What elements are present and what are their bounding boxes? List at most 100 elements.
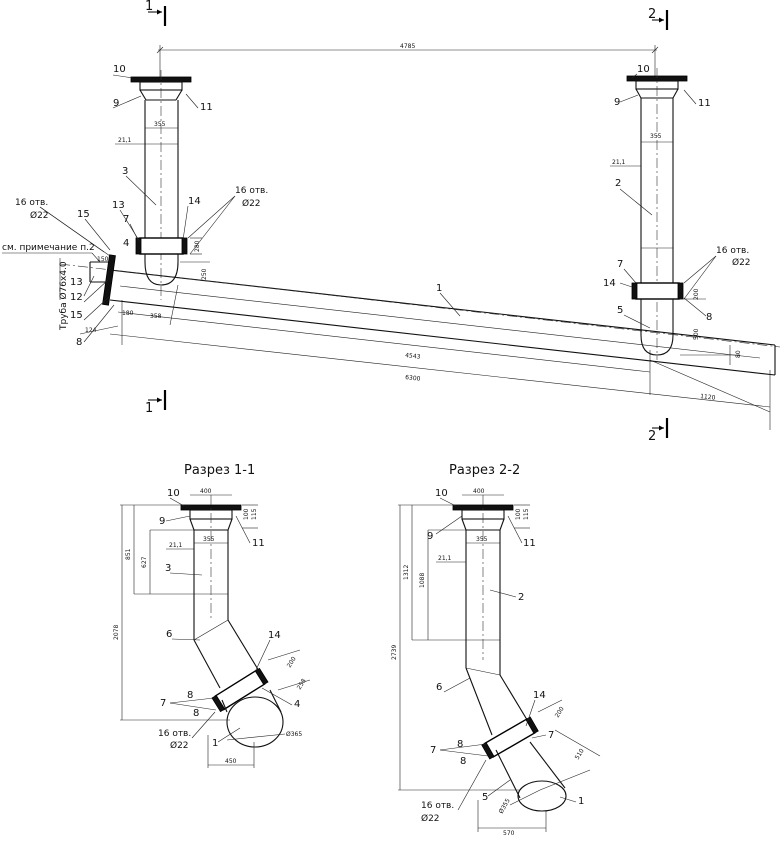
- callout-12: 12: [70, 292, 83, 303]
- callout-9-left: 9: [113, 98, 119, 109]
- dim-500: 500: [693, 328, 700, 340]
- holes-a-diam: Ø22: [30, 210, 49, 221]
- callouts-top: 10 9 11 3 13 7 4 14 16 отв. Ø22 16 отв. …: [2, 64, 751, 348]
- callout-8-a: 8: [76, 337, 82, 348]
- callout-9-right: 9: [614, 97, 620, 108]
- dim-355-left: 355: [154, 121, 166, 128]
- dim-1120: 1120: [700, 393, 716, 402]
- section-1-title: Разрез 1-1: [184, 463, 255, 478]
- s2-dim-355: 355: [476, 536, 488, 543]
- dim-358: 358: [150, 313, 162, 320]
- dim-top-span: 4785: [400, 43, 415, 50]
- s2-dim-200: 200: [554, 705, 566, 719]
- s2-dim-1088: 1088: [419, 573, 426, 588]
- section-1-label-bottom: 1: [145, 401, 153, 416]
- s1-callout-9: 9: [159, 516, 165, 527]
- callout-7-b: 7: [617, 259, 623, 270]
- dim-280: 280: [194, 240, 201, 252]
- callout-13-a: 13: [112, 200, 125, 211]
- section-2-title: Разрез 2-2: [449, 463, 520, 478]
- s2-callout-7: 7: [430, 745, 436, 756]
- callout-14-b: 14: [603, 278, 616, 289]
- s1-dim-200: 200: [286, 655, 298, 669]
- dim-6300: 6300: [405, 374, 421, 383]
- s1-callout-3: 3: [165, 563, 171, 574]
- s2-callout-11: 11: [523, 538, 536, 549]
- callout-15-b: 15: [70, 310, 83, 321]
- dim-150: 150: [97, 256, 109, 263]
- callout-10-left: 10: [113, 64, 126, 75]
- dim-200: 200: [693, 288, 700, 300]
- section-2-2: Разрез 2-2 2739 1312 1088 400: [391, 463, 601, 837]
- s2-dim-d355: Ø355: [498, 797, 512, 815]
- pipe-label: Труба Ø76х4.0: [58, 261, 69, 331]
- section-1-1: Разрез 1-1 2078 851: [113, 463, 311, 768]
- section-1-label-top: 1: [145, 0, 153, 14]
- dim-250: 250: [201, 268, 208, 280]
- s1-dim-450: 450: [225, 758, 237, 765]
- s2-callout-8-a: 8: [457, 739, 463, 750]
- callout-4: 4: [123, 238, 129, 249]
- s2-dim-115: 115: [523, 508, 530, 520]
- s1-callout-6: 6: [166, 629, 172, 640]
- s1-callout-14: 14: [268, 630, 281, 641]
- s1-dim-400: 400: [200, 488, 212, 495]
- callout-15-a: 15: [77, 209, 90, 220]
- dim-355-right: 355: [650, 133, 662, 140]
- holes-d-count: 16 отв.: [158, 729, 191, 739]
- s2-callout-9: 9: [427, 531, 433, 542]
- s2-callout-2: 2: [518, 592, 524, 603]
- right-riser-pipe: 355 21,1 200 500 80: [610, 68, 742, 365]
- s1-dim-2078: 2078: [113, 625, 120, 640]
- s2-callout-1: 1: [578, 796, 584, 807]
- left-riser-pipe: 355 21,1 280 250: [115, 70, 210, 326]
- callout-5: 5: [617, 305, 623, 316]
- s2-dim-1312: 1312: [403, 565, 410, 580]
- s2-dim-510: 510: [574, 747, 586, 761]
- callout-10-right: 10: [637, 64, 650, 75]
- s2-callout-14: 14: [533, 690, 546, 701]
- s1-dim-851: 851: [125, 548, 132, 560]
- main-sloped-pipe: 4543 6300 1120 Труба Ø76х4.0 150 180 358…: [58, 254, 781, 430]
- section-marker-1-top: 1: [145, 0, 167, 26]
- section-marker-2-top: 2: [648, 7, 669, 30]
- s1-dim-115: 115: [251, 508, 258, 520]
- dim-80: 80: [735, 350, 742, 358]
- dim-21-left: 21,1: [118, 137, 132, 144]
- callout-3: 3: [122, 166, 128, 177]
- note-label: см. примечание п.2: [2, 243, 95, 253]
- s1-dim-355: 355: [203, 536, 215, 543]
- section-marker-2-bottom: 2: [648, 418, 669, 444]
- s2-dim-2739: 2739: [391, 645, 398, 660]
- s2-callout-10: 10: [435, 488, 448, 499]
- s2-callout-5: 5: [482, 792, 488, 803]
- holes-b-diam: Ø22: [242, 198, 261, 209]
- dim-21-right: 21,1: [612, 159, 626, 166]
- callout-14-a: 14: [188, 196, 201, 207]
- section-marker-1-bottom: 1: [145, 390, 167, 416]
- s1-dim-d365: Ø365: [286, 731, 302, 738]
- dim-124: 124: [85, 327, 97, 334]
- dim-4543: 4543: [405, 352, 421, 361]
- section-2-label-top: 2: [648, 7, 656, 22]
- callout-8-b: 8: [706, 312, 712, 323]
- holes-e-diam: Ø22: [421, 813, 440, 824]
- holes-b-count: 16 отв.: [235, 186, 268, 196]
- s1-callout-10: 10: [167, 488, 180, 499]
- s1-callout-4: 4: [294, 699, 300, 710]
- s1-dim-21: 21,1: [169, 542, 183, 549]
- holes-e-count: 16 отв.: [421, 801, 454, 811]
- holes-c-count: 16 отв.: [716, 246, 749, 256]
- s1-dim-627: 627: [141, 556, 148, 568]
- s2-callout-6: 6: [436, 682, 442, 693]
- dim-180: 180: [122, 310, 134, 317]
- callout-1-top: 1: [436, 283, 442, 294]
- s1-dim-258: 258: [296, 677, 308, 691]
- s1-callout-1: 1: [212, 738, 218, 749]
- s1-callout-8-b: 8: [193, 708, 199, 719]
- s2-dim-570: 570: [503, 830, 515, 837]
- callout-13-b: 13: [70, 277, 83, 288]
- holes-d-diam: Ø22: [170, 740, 189, 751]
- s2-dim-100: 100: [515, 508, 522, 520]
